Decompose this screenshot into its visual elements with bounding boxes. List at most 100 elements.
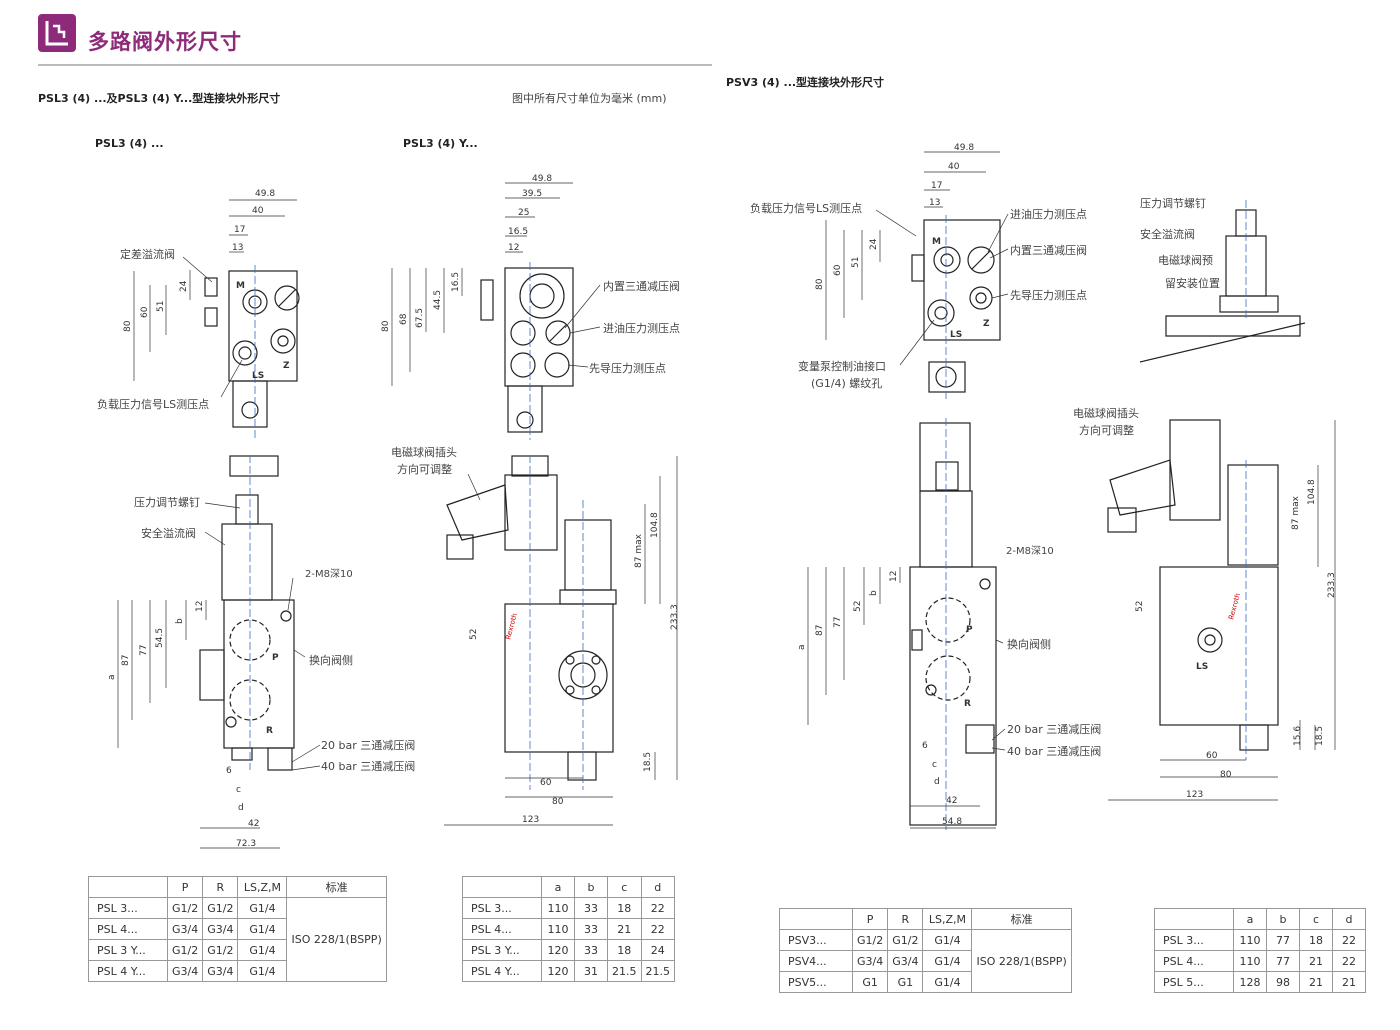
table-cell: G3/4 bbox=[887, 950, 924, 972]
table-header-cell: d bbox=[640, 876, 675, 898]
label-psv-solenoid-plug-2: 方向可调整 bbox=[1079, 424, 1134, 437]
table-cell: PSV5... bbox=[779, 971, 853, 993]
table-cell: G3/4 bbox=[166, 960, 204, 982]
label-psv-rev-side: 换向阀侧 bbox=[1007, 638, 1051, 651]
label-load-ls: 负载压力信号LS测压点 bbox=[97, 398, 210, 411]
dim-54-8: 54.8 bbox=[942, 817, 962, 827]
dim-54-5: 54.5 bbox=[155, 628, 165, 648]
dim-104-8-c: 104.8 bbox=[1307, 479, 1317, 505]
table-cell: 110 bbox=[1233, 950, 1267, 972]
label-solenoid-plug-1: 电磁球阀插头 bbox=[391, 446, 457, 459]
table-cell: 21 bbox=[1299, 971, 1333, 993]
table-header-cell: R bbox=[887, 908, 924, 930]
table-cell: 31 bbox=[574, 960, 608, 982]
standard-cell: ISO 228/1(BSPP) bbox=[286, 897, 387, 982]
dim-24-c: 24 bbox=[869, 238, 879, 250]
table-header-cell: R bbox=[202, 876, 239, 898]
table-cell: PSL 3 Y... bbox=[462, 939, 542, 961]
dim-104-8: 104.8 bbox=[650, 512, 660, 538]
dim-13: 13 bbox=[232, 243, 243, 253]
psl-ports-table: P R LS,Z,M 标准 PSL 3... G1/2 G1/2 G1/4 IS… bbox=[88, 876, 387, 982]
label-bar20: 20 bar 三通减压阀 bbox=[321, 739, 416, 752]
dim-6-c: 6 bbox=[922, 741, 928, 751]
label-solenoid-plug-2: 方向可调整 bbox=[397, 463, 452, 476]
dim-68: 68 bbox=[399, 313, 409, 325]
dim-12-c: 12 bbox=[889, 571, 899, 582]
table-row: PSL 4... 110 77 21 22 bbox=[1154, 950, 1366, 972]
port-label-ls: LS bbox=[252, 371, 264, 381]
dim-87-max: 87 max bbox=[634, 533, 644, 568]
table-cell: 22 bbox=[1332, 929, 1366, 951]
table-cell: G1 bbox=[887, 971, 924, 993]
table-cell: 22 bbox=[640, 918, 675, 940]
table-cell: 18 bbox=[607, 939, 642, 961]
dim-18-5-c: 18.5 bbox=[1315, 726, 1325, 746]
dim-51-c: 51 bbox=[851, 257, 861, 268]
dim-60-b: 60 bbox=[540, 778, 552, 788]
dim-60-d: 60 bbox=[1206, 751, 1218, 761]
label-psv-inlet: 进油压力测压点 bbox=[1010, 208, 1087, 221]
table-cell: 21 bbox=[1332, 971, 1366, 993]
label-rev-side: 换向阀侧 bbox=[309, 654, 353, 667]
table-cell: PSL 4 Y... bbox=[462, 960, 542, 982]
table-cell: 110 bbox=[541, 918, 575, 940]
table-cell: 21.5 bbox=[640, 960, 675, 982]
table-cell: G1/2 bbox=[202, 897, 239, 919]
table-cell: 77 bbox=[1266, 929, 1300, 951]
table-cell: PSL 3... bbox=[462, 897, 542, 919]
label-psv-m8: 2-M8深10 bbox=[1006, 546, 1054, 557]
psv-ports-table: P R LS,Z,M 标准 PSV3... G1/2 G1/2 G1/4 ISO… bbox=[779, 908, 1072, 993]
fig2-title: PSL3 (4) Y... bbox=[403, 137, 478, 150]
label-inlet-point: 进油压力测压点 bbox=[603, 322, 680, 335]
table-header-cell: b bbox=[574, 876, 608, 898]
table-cell: 18 bbox=[1299, 929, 1333, 951]
table-cell: 120 bbox=[541, 960, 575, 982]
dim-40-c: 40 bbox=[948, 162, 960, 172]
psv-right-port-ls: LS bbox=[1196, 662, 1208, 672]
dim-233-3: 233.3 bbox=[670, 604, 680, 630]
table-cell: G1/4 bbox=[237, 918, 288, 940]
port-label-r: R bbox=[266, 726, 273, 736]
brand-mark-c: Rexroth bbox=[1227, 592, 1242, 620]
dim-12-b: 12 bbox=[195, 601, 205, 612]
table-cell: PSL 5... bbox=[1154, 971, 1234, 993]
table-cell: G1/4 bbox=[237, 897, 288, 919]
dim-16-5-b: 16.5 bbox=[451, 272, 461, 292]
label-pilot-point: 先导压力测压点 bbox=[589, 362, 666, 375]
table-cell: G3/4 bbox=[166, 918, 204, 940]
table-row: PSV3... G1/2 G1/2 G1/4 ISO 228/1(BSPP) bbox=[779, 929, 1072, 993]
table-cell: 120 bbox=[541, 939, 575, 961]
table-header-cell bbox=[779, 908, 853, 930]
table-cell: 21 bbox=[607, 918, 642, 940]
dim-87-max-c: 87 max bbox=[1291, 495, 1301, 530]
port-label-z: Z bbox=[283, 361, 290, 371]
dim-40: 40 bbox=[252, 206, 264, 216]
table-cell: 18 bbox=[607, 897, 642, 919]
table-header-cell: b bbox=[1266, 908, 1300, 930]
table-cell: 21.5 bbox=[607, 960, 642, 982]
table-cell: PSV3... bbox=[779, 929, 853, 951]
dim-60-c: 60 bbox=[833, 264, 843, 276]
label-bar40: 40 bar 三通减压阀 bbox=[321, 760, 416, 773]
table-header-row: P R LS,Z,M 标准 bbox=[88, 876, 387, 898]
label-psv-solenoid-pre-2: 留安装位置 bbox=[1165, 277, 1220, 290]
dim-b: b bbox=[175, 618, 185, 624]
table-header-cell: a bbox=[1233, 908, 1267, 930]
table-cell: G1/4 bbox=[922, 971, 973, 993]
dim-87-c: 87 bbox=[815, 625, 825, 636]
table-cell: 24 bbox=[640, 939, 675, 961]
table-row: PSL 4 Y... G3/4 G3/4 G1/4 bbox=[88, 960, 387, 982]
table-cell: 110 bbox=[541, 897, 575, 919]
psl-section-title: PSL3 (4) ...及PSL3 (4) Y...型连接块外形尺寸 bbox=[38, 92, 281, 105]
table-header-cell: c bbox=[607, 876, 642, 898]
dim-13-c: 13 bbox=[929, 198, 940, 208]
dim-80-b: 80 bbox=[381, 320, 391, 332]
table-header-cell: c bbox=[1299, 908, 1333, 930]
dim-51: 51 bbox=[156, 301, 166, 312]
table-cell: 77 bbox=[1266, 950, 1300, 972]
table-header-cell: 标准 bbox=[286, 876, 387, 898]
port-label-m: M bbox=[236, 281, 245, 291]
dim-17: 17 bbox=[234, 225, 245, 235]
unit-note: 图中所有尺寸单位为毫米 (mm) bbox=[512, 92, 667, 105]
